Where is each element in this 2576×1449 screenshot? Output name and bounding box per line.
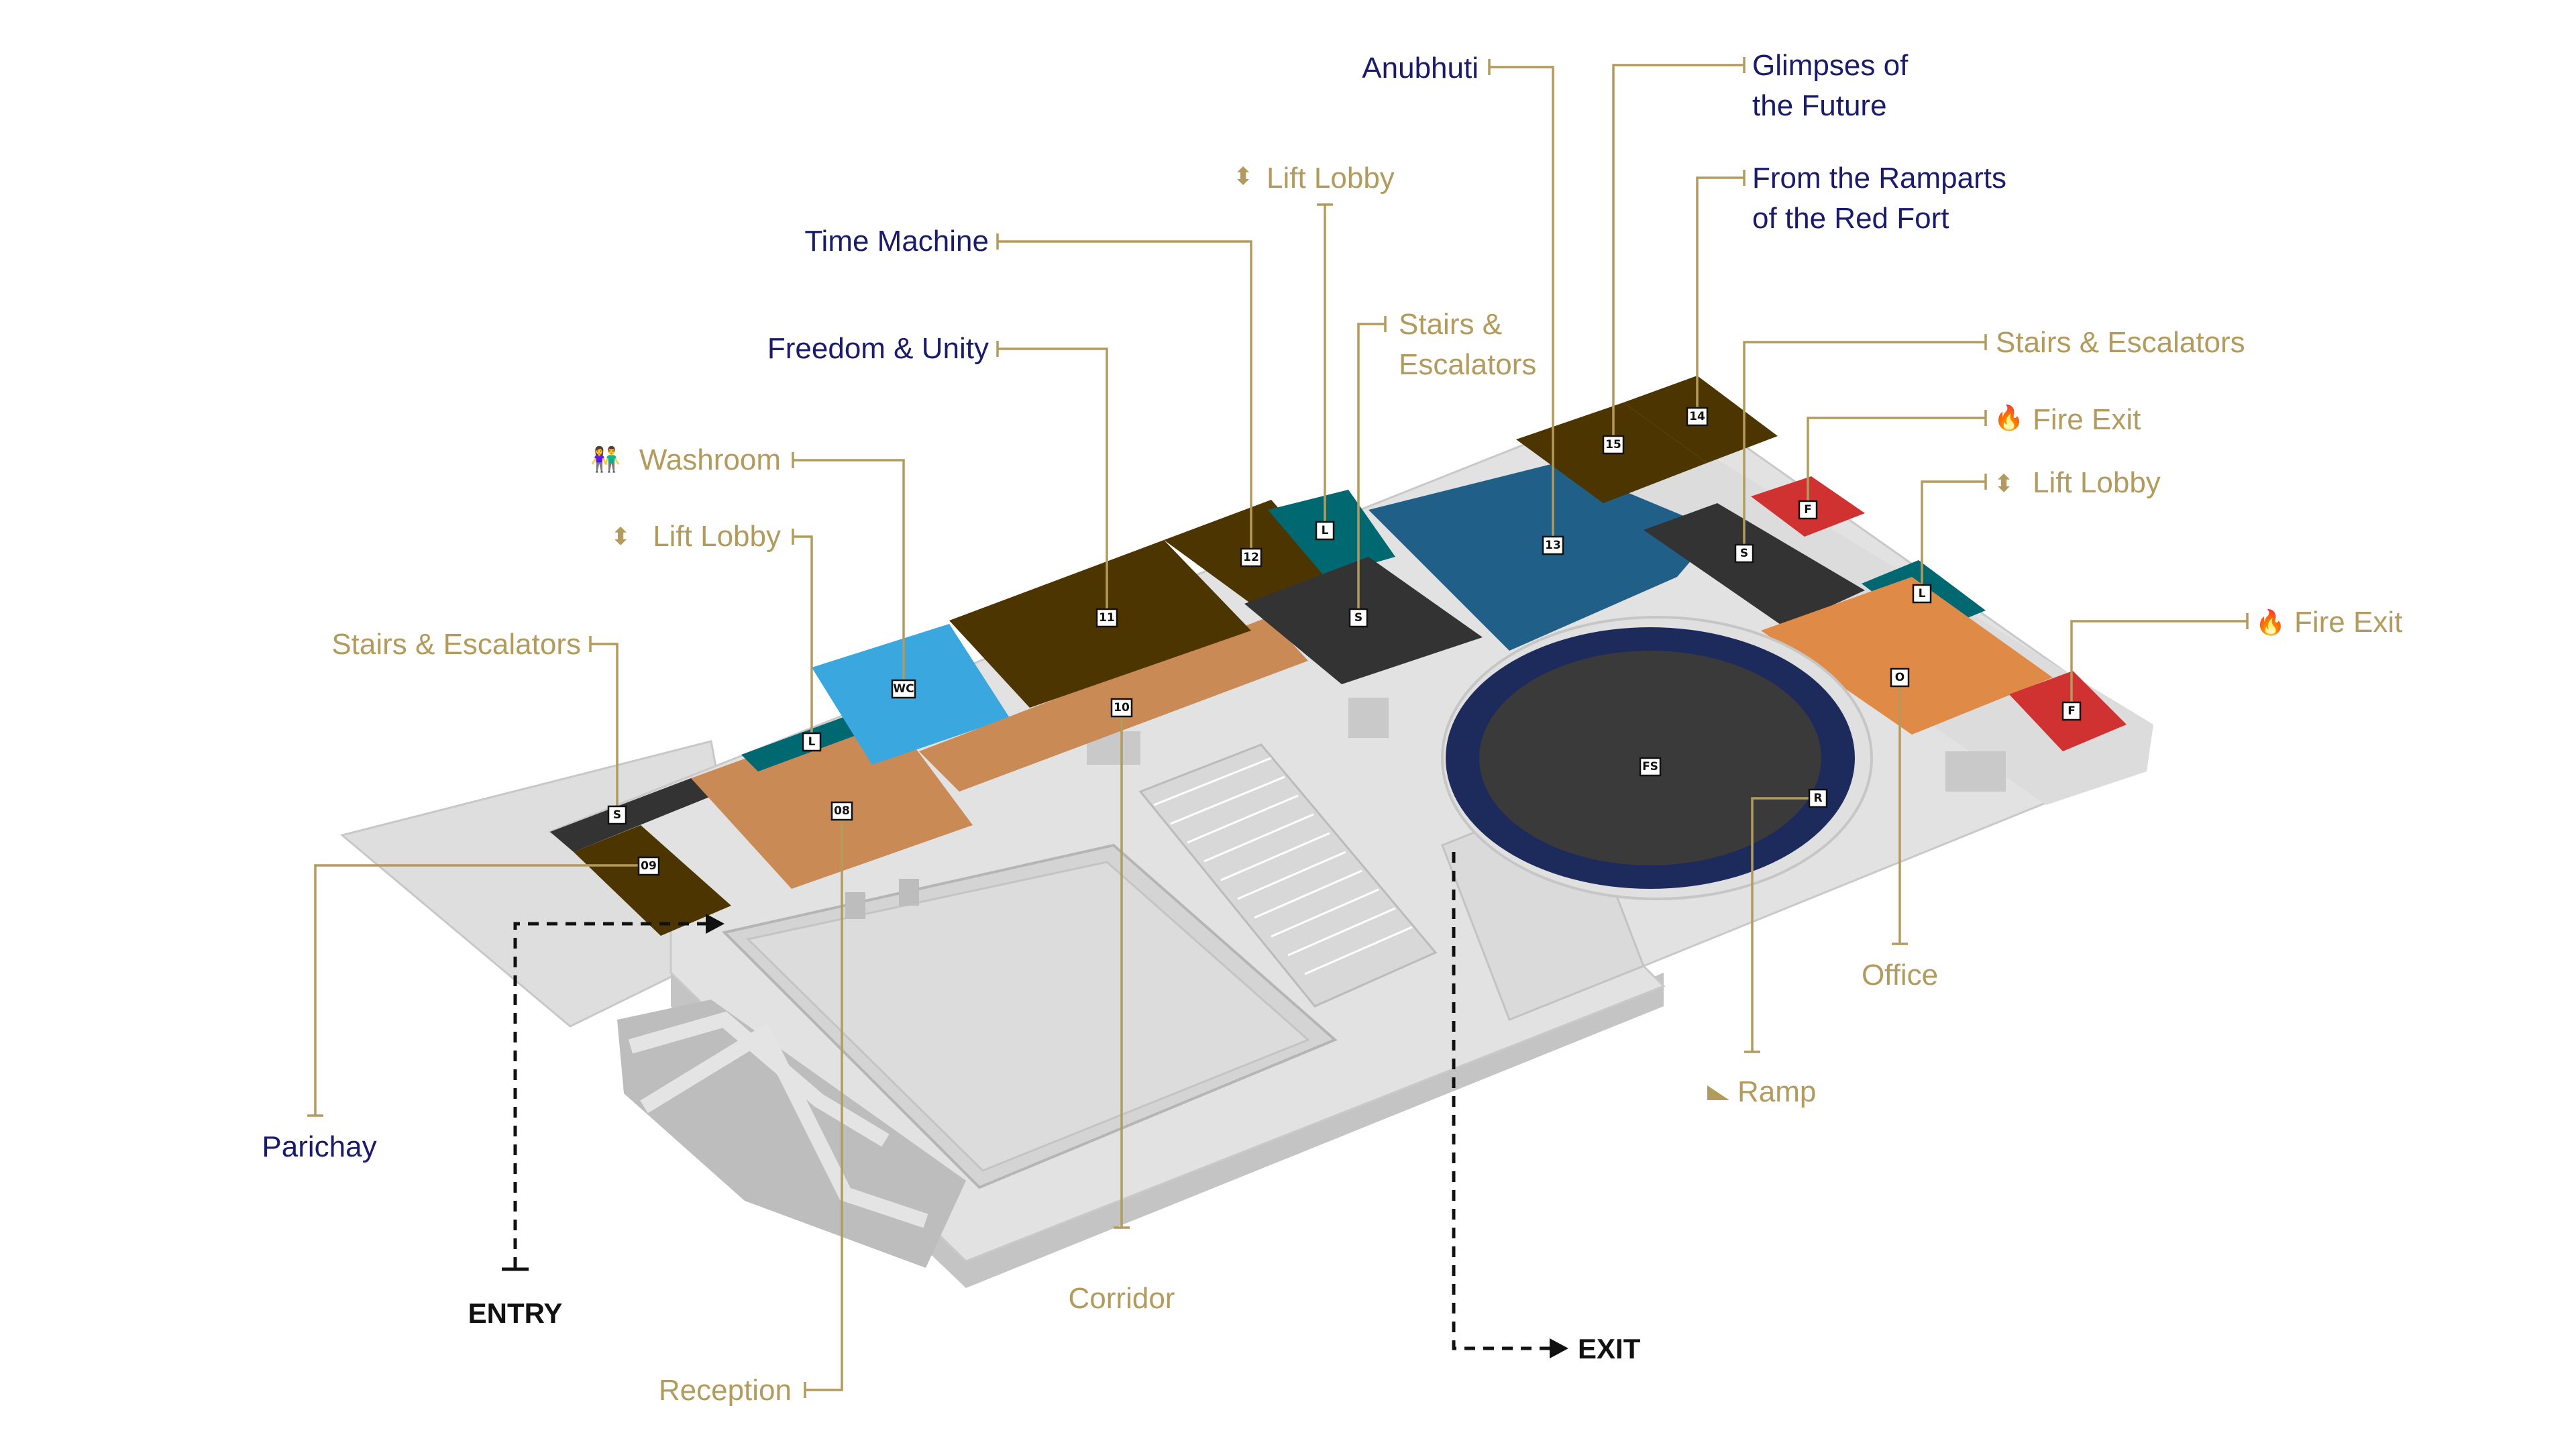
code-12: 12	[1240, 547, 1263, 568]
room-zones	[550, 376, 2127, 936]
svg-text:08: 08	[834, 804, 850, 818]
label-time-machine: Time Machine	[804, 225, 989, 258]
code-08: 08	[830, 801, 853, 821]
svg-text:15: 15	[1605, 438, 1621, 451]
label-glimpses-line2: the Future	[1752, 89, 1887, 122]
svg-text:L: L	[1322, 524, 1329, 537]
code-15: 15	[1602, 435, 1625, 455]
visitor-flow	[502, 852, 1568, 1358]
code-wc: WC	[891, 679, 916, 699]
label-ramparts-line2: of the Red Fort	[1752, 202, 1949, 235]
lift-arrows-icon: ⬍	[1994, 470, 2014, 498]
code-f-right: F	[2061, 701, 2082, 721]
svg-text:10: 10	[1114, 701, 1130, 714]
dome-feature	[1441, 616, 1873, 900]
ramp-icon	[1707, 1085, 1729, 1100]
code-f-top: F	[1798, 500, 1818, 520]
code-s-right: S	[1734, 543, 1754, 564]
stairs-left-zone	[550, 778, 714, 852]
svg-text:O: O	[1895, 671, 1904, 684]
svg-text:14: 14	[1689, 410, 1705, 423]
code-s-center: S	[1348, 608, 1368, 628]
label-anubhuti: Anubhuti	[1362, 52, 1479, 85]
svg-text:S: S	[1354, 611, 1362, 625]
leader-lines	[307, 57, 2249, 1398]
fire-icon: 🔥	[1994, 404, 2024, 432]
svg-text:11: 11	[1099, 611, 1115, 625]
label-office: Office	[1862, 959, 1938, 991]
parichay-zone	[574, 825, 731, 936]
label-lift-lobby-left: Lift Lobby	[653, 520, 781, 553]
code-10: 10	[1110, 698, 1133, 718]
office-zone	[1761, 577, 2053, 735]
label-fire-exit-far-right: Fire Exit	[2294, 606, 2402, 639]
svg-text:L: L	[808, 735, 816, 749]
svg-text:13: 13	[1545, 539, 1561, 552]
label-freedom-unity: Freedom & Unity	[767, 332, 989, 365]
svg-text:S: S	[613, 808, 621, 822]
label-lift-lobby-top: Lift Lobby	[1267, 162, 1395, 195]
code-l-left: L	[802, 732, 822, 752]
facility-labels: Lift Lobby Stairs & Escalators Stairs & …	[331, 162, 2402, 1407]
svg-text:FS: FS	[1642, 760, 1658, 773]
label-corridor: Corridor	[1069, 1282, 1175, 1315]
label-reception: Reception	[659, 1374, 792, 1407]
washroom-icon: 👫	[590, 445, 621, 474]
flow-labels: ENTRY EXIT	[468, 1297, 1641, 1364]
label-stairs-left: Stairs & Escalators	[331, 628, 581, 661]
exhibit-labels: Anubhuti Glimpses of the Future From the…	[262, 49, 2006, 1163]
svg-text:12: 12	[1243, 551, 1259, 564]
entry-arrow	[706, 914, 724, 934]
lift-arrows-icon: ⬍	[1233, 163, 1253, 191]
svg-text:WC: WC	[893, 682, 914, 696]
label-ramparts-line1: From the Ramparts	[1752, 162, 2006, 195]
label-glimpses-line1: Glimpses of	[1752, 49, 1909, 82]
code-s-left: S	[607, 805, 627, 825]
code-09: 09	[637, 856, 660, 876]
lift-arrows-icon: ⬍	[610, 523, 631, 551]
svg-text:S: S	[1740, 547, 1748, 560]
code-fs: FS	[1639, 757, 1662, 777]
code-13: 13	[1542, 535, 1564, 555]
svg-text:F: F	[2068, 704, 2076, 718]
label-stairs-right: Stairs & Escalators	[1996, 326, 2245, 359]
code-11: 11	[1095, 608, 1118, 628]
label-stairs-center-line1: Stairs &	[1399, 308, 1502, 341]
label-fire-exit-right-top: Fire Exit	[2033, 403, 2141, 436]
label-entry: ENTRY	[468, 1297, 563, 1329]
svg-text:F: F	[1804, 503, 1812, 517]
svg-text:L: L	[1919, 587, 1926, 600]
label-ramp: Ramp	[1737, 1075, 1816, 1108]
label-lift-lobby-right: Lift Lobby	[2033, 466, 2161, 499]
svg-text:09: 09	[641, 859, 657, 873]
code-o: O	[1890, 667, 1910, 688]
label-exit: EXIT	[1578, 1333, 1641, 1364]
label-washroom: Washroom	[639, 443, 781, 476]
code-l-right: L	[1912, 584, 1932, 604]
code-r: R	[1808, 788, 1828, 808]
legend-icons: ⬍ 👫 ⬍ 🔥 ⬍ 🔥	[590, 163, 2286, 1100]
code-l-top: L	[1315, 521, 1335, 541]
label-parichay: Parichay	[262, 1130, 376, 1163]
label-stairs-center-line2: Escalators	[1399, 348, 1536, 381]
fire-icon: 🔥	[2255, 608, 2286, 637]
stairs-right-zone	[1644, 503, 1865, 627]
svg-text:R: R	[1813, 792, 1822, 805]
anubhuti-zone	[1368, 463, 1717, 651]
exit-arrow	[1550, 1338, 1568, 1358]
code-14: 14	[1686, 407, 1709, 427]
room-codes: 09 08 S L WC 10 11 12 L S 13 15 14 S F L…	[607, 407, 2082, 876]
